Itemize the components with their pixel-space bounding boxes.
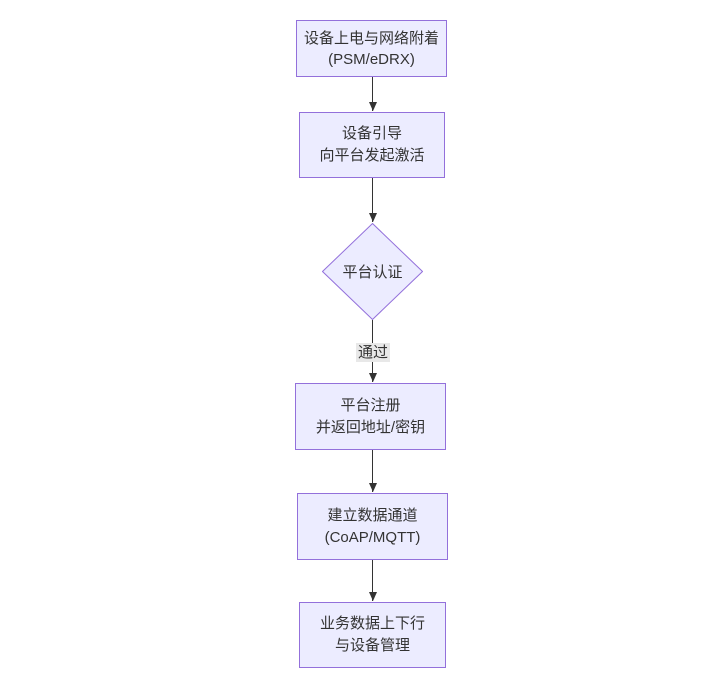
flow-node-business-data: 业务数据上下行 与设备管理 (299, 602, 446, 668)
node-label-line: 与设备管理 (334, 637, 410, 654)
node-label-line: 并返回地址/密钥 (315, 418, 426, 436)
node-label-line: 业务数据上下行 (319, 615, 425, 632)
node-label-line: (CoAP/MQTT) (324, 528, 421, 546)
node-label-line: 平台注册 (340, 396, 401, 414)
edge-arrow-down-icon (372, 178, 373, 222)
decision-platform-auth: 平台认证 (322, 223, 423, 320)
edge-arrow-down-icon (372, 560, 373, 601)
edge-arrow-down-icon (372, 77, 373, 111)
node-label-line: 向平台发起激活 (319, 147, 425, 164)
flow-node-power-attach: 设备上电与网络附着 (PSM/eDRX) (296, 20, 447, 77)
edge-label-pass: 通过 (355, 343, 391, 362)
decision-label: 平台认证 (342, 264, 403, 281)
node-label-line: 设备引导 (341, 125, 402, 142)
node-label-line: 设备上电与网络附着 (303, 29, 439, 47)
node-label-line: 建立数据通道 (327, 506, 418, 524)
node-label-line: (PSM/eDRX) (328, 50, 415, 68)
edge-arrow-down-icon (372, 450, 373, 492)
flow-node-register: 平台注册 并返回地址/密钥 (295, 383, 446, 450)
flow-node-bootstrap: 设备引导 向平台发起激活 (299, 112, 445, 178)
flow-node-data-channel: 建立数据通道 (CoAP/MQTT) (297, 493, 448, 560)
